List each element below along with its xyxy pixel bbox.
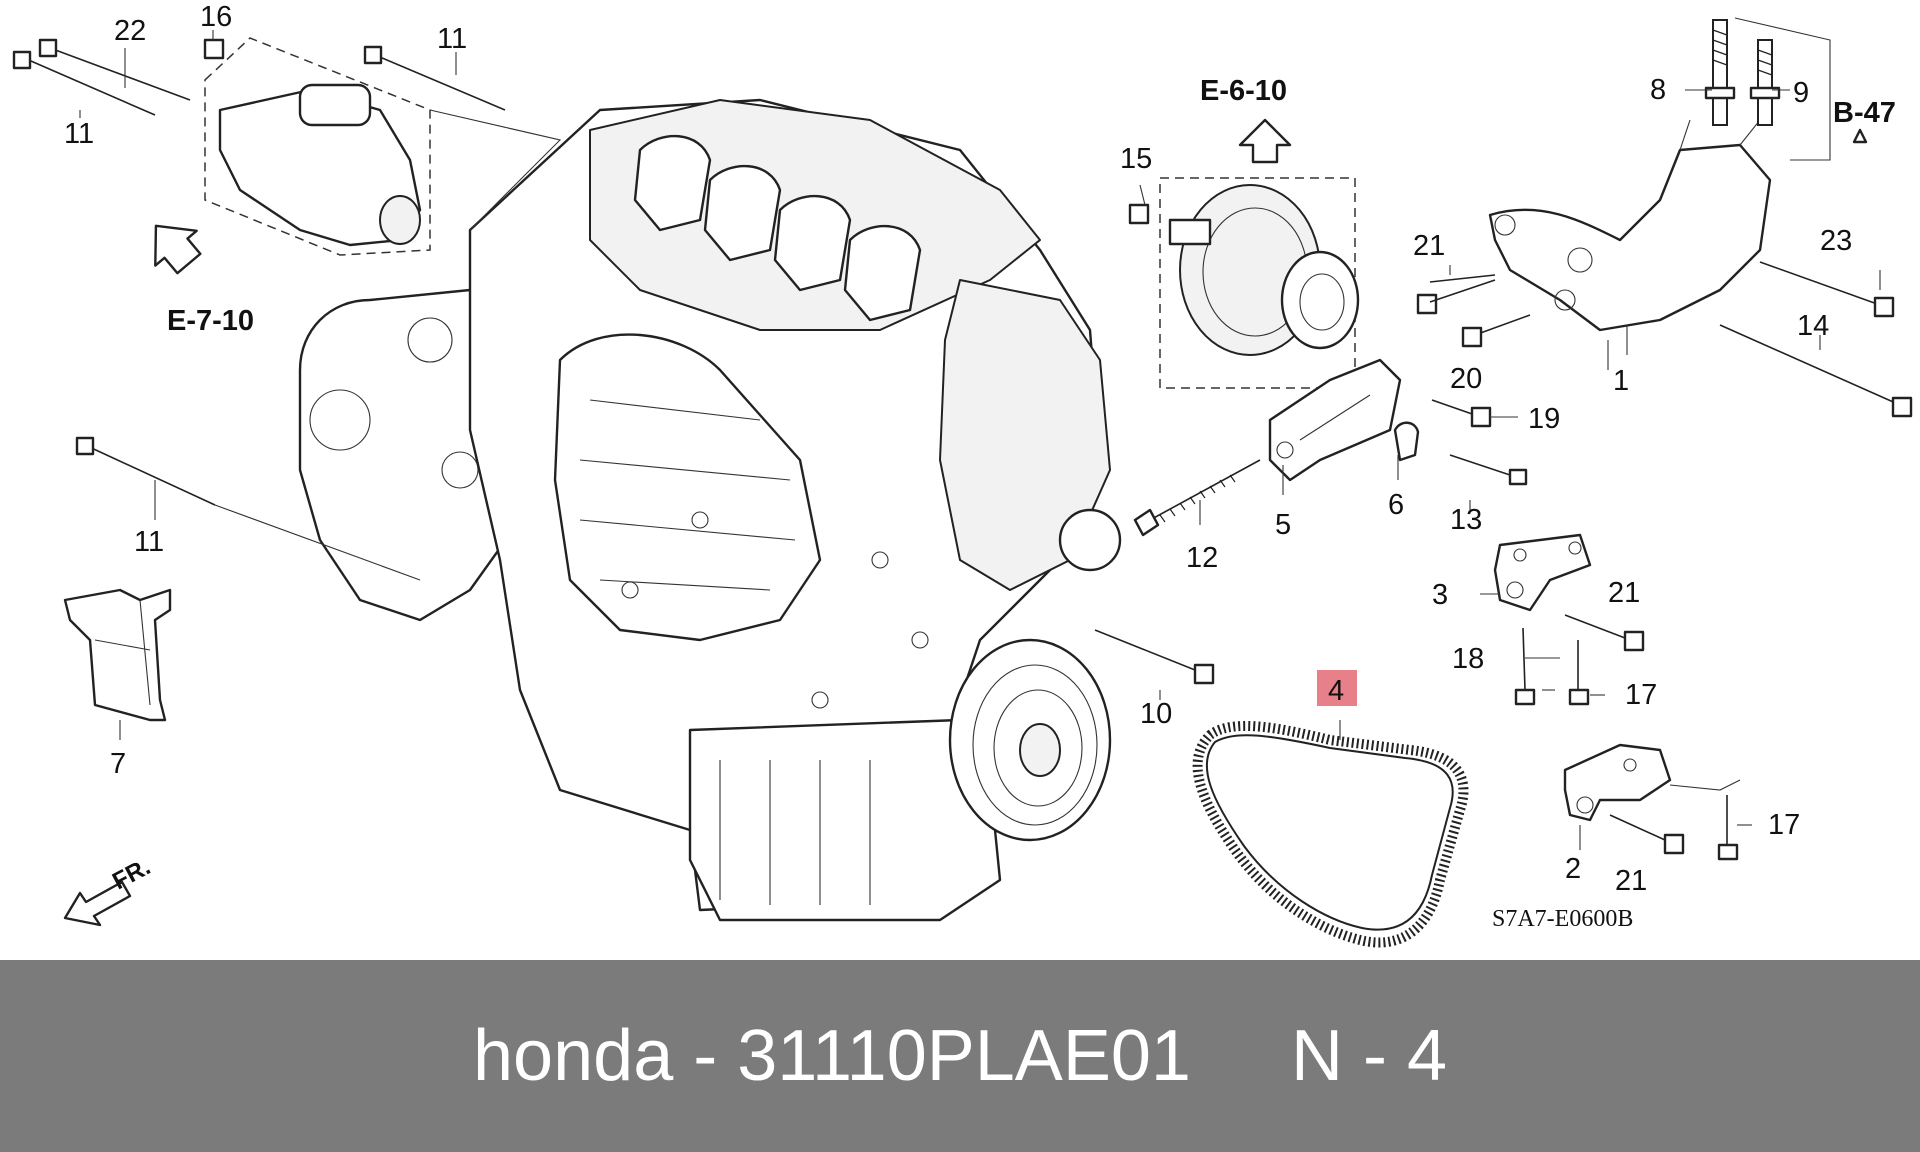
callout-7: 7 [110, 748, 126, 780]
callout-23: 23 [1820, 225, 1852, 257]
callout-5: 5 [1275, 509, 1291, 541]
nut-16 [203, 38, 225, 60]
callout-11-lower: 11 [134, 526, 164, 558]
bracket-7 [63, 588, 172, 722]
front-direction-arrow: FR. [63, 853, 155, 927]
caption-bar: honda - 31110PLAE01 N - 4 [0, 960, 1920, 1152]
callout-19: 19 [1528, 403, 1560, 435]
bolt-21-upper [1416, 274, 1496, 315]
bolt-13 [1449, 454, 1528, 486]
bolt-11-upper-left [12, 50, 156, 116]
callout-18: 18 [1452, 643, 1484, 675]
bolt-17-lower [1717, 795, 1739, 861]
bolt-18 [1514, 627, 1536, 706]
callout-22: 22 [114, 15, 146, 47]
bolt-22 [38, 38, 191, 101]
callout-9: 9 [1793, 77, 1809, 109]
leader-lines [79, 30, 1881, 850]
crankshaft-pulley [948, 638, 1112, 842]
callout-4: 4 [1328, 675, 1344, 707]
bolt-10 [1094, 629, 1215, 685]
reference-e-6-10[interactable]: E-6-10 [1200, 75, 1287, 107]
bolt-14 [1719, 324, 1913, 418]
bolt-20 [1461, 314, 1531, 348]
nut-15 [1128, 203, 1150, 225]
callout-16: 16 [200, 1, 232, 33]
callout-11-upper-left: 11 [64, 118, 94, 150]
diagram-code: S7A7-E0600B [1492, 906, 1633, 932]
bolt-21-middle [1564, 614, 1645, 652]
bolt-11-lower [75, 436, 421, 581]
callout-17-lower: 17 [1768, 809, 1800, 841]
reference-e-7-10[interactable]: E-7-10 [167, 305, 254, 337]
callout-6: 6 [1388, 489, 1404, 521]
parts-diagram: FR. [12, 1, 1913, 948]
callout-21-middle: 21 [1608, 577, 1640, 609]
starter-group [154, 37, 562, 275]
callout-12: 12 [1186, 542, 1218, 574]
engine-assembly [298, 98, 1122, 922]
callout-10: 10 [1140, 698, 1172, 730]
bolt-19 [1431, 399, 1492, 428]
callout-1: 1 [1613, 365, 1629, 397]
mount-bracket-3 [1493, 533, 1592, 612]
callout-20: 20 [1450, 363, 1482, 395]
reference-b-47[interactable]: B-47 [1833, 97, 1896, 129]
bolt-23 [1759, 261, 1895, 318]
alternator-group [1159, 118, 1360, 389]
alternator-bracket [1488, 17, 1868, 332]
callout-13: 13 [1450, 504, 1482, 536]
callouts: 1 2 3 4 5 6 7 8 9 10 11 11 11 12 13 14 1… [64, 1, 1852, 897]
callout-21-upper: 21 [1413, 230, 1445, 262]
diagram-canvas: FR. [12, 1, 1913, 948]
bolt-17-upper [1568, 640, 1590, 706]
callout-21-lower: 21 [1615, 865, 1647, 897]
callout-3: 3 [1432, 579, 1448, 611]
mount-bracket-2 [1563, 743, 1741, 822]
callout-14: 14 [1797, 310, 1829, 342]
callout-11-top: 11 [437, 23, 467, 55]
adjuster-bracket [1133, 358, 1420, 537]
callout-4-highlight [1317, 670, 1357, 706]
part-caption: honda - 31110PLAE01 N - 4 [473, 1016, 1447, 1096]
callout-17-upper: 17 [1625, 679, 1657, 711]
callout-8: 8 [1650, 74, 1666, 106]
ignition-coils [633, 135, 922, 322]
bolt-21-lower [1609, 814, 1685, 855]
bolt-11-top [363, 45, 506, 111]
callout-2: 2 [1565, 853, 1581, 885]
drive-belt [1192, 720, 1469, 948]
callout-15: 15 [1120, 143, 1152, 175]
